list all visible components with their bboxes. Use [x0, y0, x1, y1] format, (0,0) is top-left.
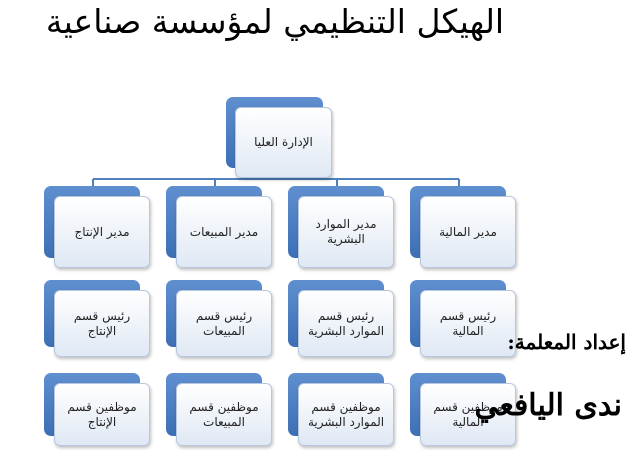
- head-label: رئيس قسم المبيعات: [176, 290, 272, 357]
- manager-label: مدير المالية: [420, 196, 516, 268]
- head-label: رئيس قسم الإنتاج: [54, 290, 150, 357]
- staff-label: موظفين قسم المالية: [420, 383, 516, 446]
- head-label: رئيس قسم الموارد البشرية: [298, 290, 394, 357]
- manager-label: مدير الإنتاج: [54, 196, 150, 268]
- staff-label: موظفين قسم المبيعات: [176, 383, 272, 446]
- head-label: رئيس قسم المالية: [420, 290, 516, 357]
- teacher-name: ندى اليافعي: [474, 388, 622, 423]
- node-top-label: الإدارة العليا: [235, 107, 332, 178]
- prepared-by-label: إعداد المعلمة:: [507, 330, 626, 354]
- chart-title: الهيكل التنظيمي لمؤسسة صناعية: [45, 2, 505, 41]
- manager-label: مدير المبيعات: [176, 196, 272, 268]
- staff-label: موظفين قسم الإنتاج: [54, 383, 150, 446]
- staff-label: موظفين قسم الموارد البشرية: [298, 383, 394, 446]
- manager-label: مدير الموارد البشرية: [298, 196, 394, 268]
